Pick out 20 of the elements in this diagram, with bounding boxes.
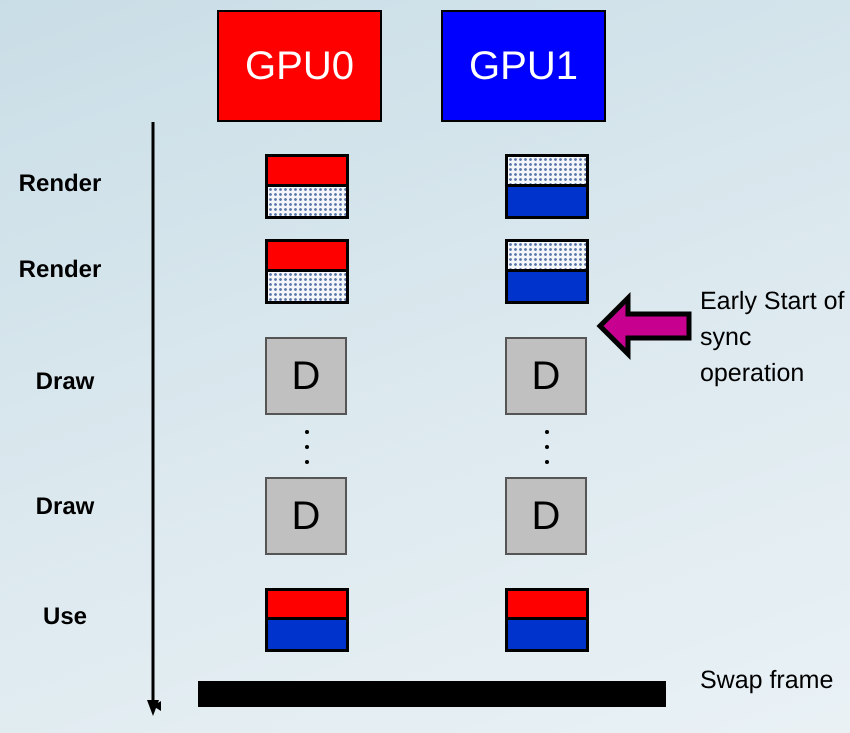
step-label: Render [18, 256, 102, 284]
annotation-text: Early Start of sync operation [700, 286, 846, 389]
node-caption: Swap frame [700, 665, 834, 696]
render-buffer-block [505, 239, 589, 304]
step-label: Use [42, 603, 88, 631]
draw-block: D [505, 477, 587, 555]
render-buffer-block [265, 239, 349, 304]
swap-bar [198, 681, 666, 707]
step-label: Render [18, 170, 102, 198]
step-label: Draw [34, 493, 96, 521]
gpu-box: GPU1 [441, 10, 606, 122]
step-label: Draw [34, 368, 96, 396]
draw-block: D [265, 477, 347, 555]
draw-block: D [265, 337, 347, 415]
render-buffer-block [265, 154, 349, 219]
render-buffer-block [505, 154, 589, 219]
gpu-box: GPU0 [217, 10, 382, 122]
draw-block: D [505, 337, 587, 415]
combined-buffer-block [505, 588, 589, 652]
combined-buffer-block [265, 588, 349, 652]
